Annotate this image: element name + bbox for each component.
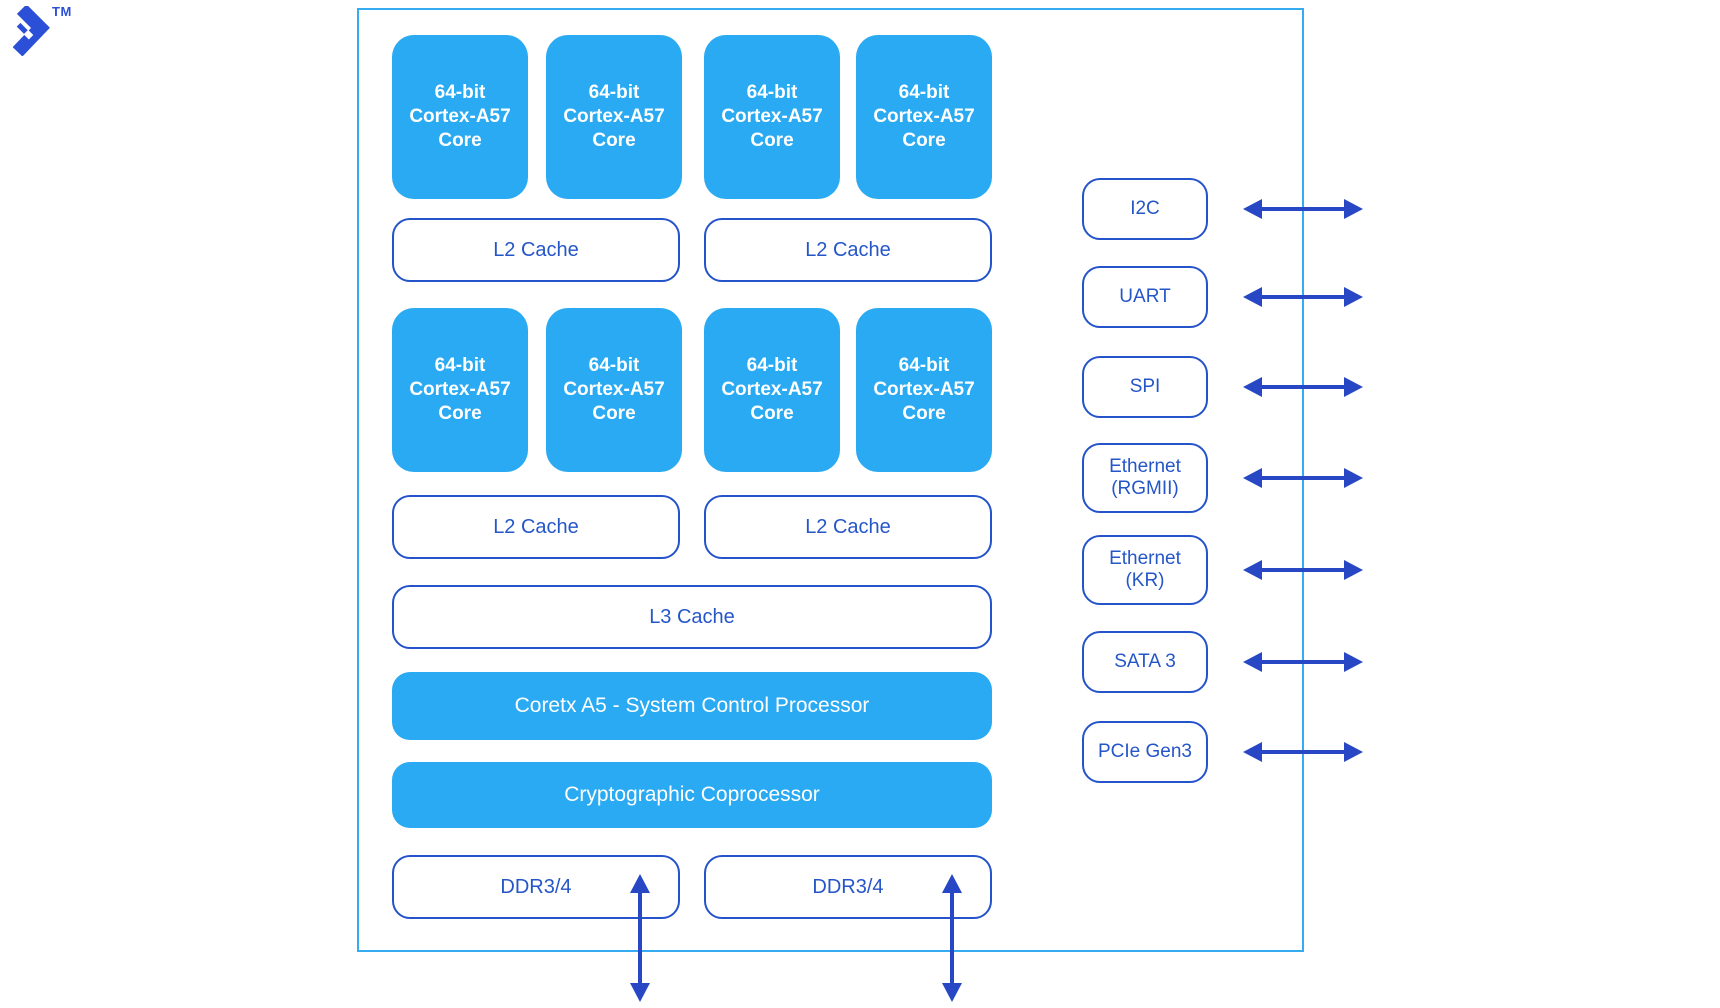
peripheral-sata3: SATA 3	[1082, 631, 1208, 693]
cpu-core-block: 64-bit Cortex-A57 Core	[392, 35, 528, 199]
peripheral-label: UART	[1119, 285, 1171, 307]
bidirectional-io-arrow	[1243, 199, 1363, 219]
l2-cache-block: L2 Cache	[704, 218, 992, 282]
system-control-processor-label: Coretx A5 - System Control Processor	[514, 694, 870, 717]
cpu-core-label: 64-bit Cortex-A57 Core	[563, 82, 665, 151]
l2-cache-label: L2 Cache	[805, 515, 891, 538]
ddr-label: DDR3/4	[500, 875, 572, 898]
bidirectional-io-arrow	[1243, 468, 1363, 488]
trademark-label: TM	[52, 4, 72, 19]
cpu-core-label: 64-bit Cortex-A57 Core	[409, 355, 511, 424]
toptal-logo: TM	[8, 4, 78, 60]
peripheral-label: Ethernet (RGMII)	[1109, 455, 1181, 499]
cpu-core-block: 64-bit Cortex-A57 Core	[856, 35, 992, 199]
cpu-core-block: 64-bit Cortex-A57 Core	[704, 308, 840, 472]
bidirectional-io-arrow	[1243, 377, 1363, 397]
bidirectional-io-arrow	[1243, 742, 1363, 762]
cpu-core-block: 64-bit Cortex-A57 Core	[546, 35, 682, 199]
ddr-block: DDR3/4	[704, 855, 992, 919]
ddr-memory-arrow	[630, 874, 650, 1002]
l2-cache-block: L2 Cache	[392, 495, 680, 559]
ddr-label: DDR3/4	[812, 875, 884, 898]
peripheral-label: I2C	[1130, 197, 1160, 219]
peripheral-label: SATA 3	[1114, 650, 1176, 672]
peripheral-label: PCIe Gen3	[1098, 740, 1192, 762]
l2-cache-block: L2 Cache	[704, 495, 992, 559]
cpu-core-label: 64-bit Cortex-A57 Core	[563, 355, 665, 424]
l2-cache-label: L2 Cache	[493, 238, 579, 261]
bidirectional-io-arrow	[1243, 652, 1363, 672]
cpu-core-label: 64-bit Cortex-A57 Core	[409, 82, 511, 151]
l2-cache-label: L2 Cache	[493, 515, 579, 538]
peripheral-uart: UART	[1082, 266, 1208, 328]
l2-cache-block: L2 Cache	[392, 218, 680, 282]
crypto-coprocessor-label: Cryptographic Coprocessor	[564, 783, 820, 806]
system-control-processor-block: Coretx A5 - System Control Processor	[392, 672, 992, 740]
peripheral-ethernet-rgmii: Ethernet (RGMII)	[1082, 443, 1208, 513]
peripheral-label: SPI	[1129, 375, 1161, 397]
l2-cache-label: L2 Cache	[805, 238, 891, 261]
peripheral-ethernet-kr: Ethernet (KR)	[1082, 535, 1208, 605]
cpu-core-block: 64-bit Cortex-A57 Core	[546, 308, 682, 472]
ddr-memory-arrow	[942, 874, 962, 1002]
cpu-core-label: 64-bit Cortex-A57 Core	[721, 355, 823, 424]
cpu-core-label: 64-bit Cortex-A57 Core	[873, 82, 975, 151]
toptal-logo-icon	[12, 6, 50, 56]
l3-cache-label: L3 Cache	[649, 605, 735, 628]
crypto-coprocessor-block: Cryptographic Coprocessor	[392, 762, 992, 828]
peripheral-pcie-gen3: PCIe Gen3	[1082, 721, 1208, 783]
ddr-block: DDR3/4	[392, 855, 680, 919]
peripheral-i2c: I2C	[1082, 178, 1208, 240]
cpu-core-block: 64-bit Cortex-A57 Core	[856, 308, 992, 472]
peripheral-label: Ethernet (KR)	[1109, 547, 1181, 591]
bidirectional-io-arrow	[1243, 287, 1363, 307]
l3-cache-block: L3 Cache	[392, 585, 992, 649]
bidirectional-io-arrow	[1243, 560, 1363, 580]
cpu-core-label: 64-bit Cortex-A57 Core	[721, 82, 823, 151]
peripheral-spi: SPI	[1082, 356, 1208, 418]
cpu-core-label: 64-bit Cortex-A57 Core	[873, 355, 975, 424]
cpu-core-block: 64-bit Cortex-A57 Core	[704, 35, 840, 199]
cpu-core-block: 64-bit Cortex-A57 Core	[392, 308, 528, 472]
